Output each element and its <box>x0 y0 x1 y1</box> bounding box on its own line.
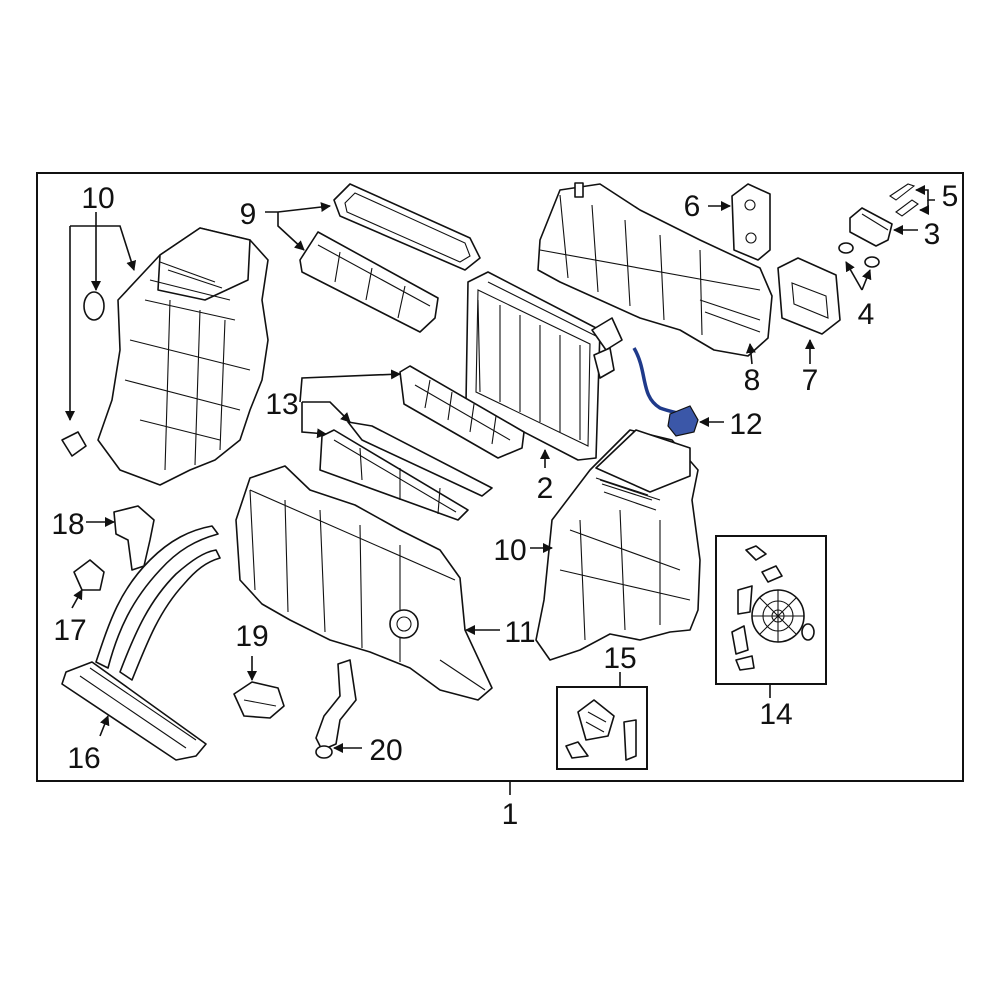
callout-8: 8 <box>744 364 761 397</box>
callout-20: 20 <box>369 734 402 767</box>
callout-3: 3 <box>924 218 941 251</box>
part-14-blower-motor[interactable] <box>731 545 815 671</box>
part-17-sensor[interactable] <box>73 559 105 591</box>
callout-18: 18 <box>51 508 84 541</box>
part-20-drain-hose[interactable] <box>315 659 357 759</box>
callout-6: 6 <box>684 190 701 223</box>
part-3-actuator[interactable] <box>849 207 893 247</box>
part-11-lower-case[interactable] <box>235 465 493 701</box>
callout-17: 17 <box>53 614 86 647</box>
callout-19: 19 <box>235 620 268 653</box>
part-9-filters[interactable] <box>299 183 481 333</box>
callout-1: 1 <box>502 798 519 831</box>
callout-10-mid: 10 <box>493 534 526 567</box>
part-10-right-housing[interactable] <box>535 429 701 661</box>
callout-4: 4 <box>858 298 875 331</box>
callout-7: 7 <box>802 364 819 397</box>
part-8-upper-case[interactable] <box>537 182 773 357</box>
part-6-door[interactable] <box>731 183 771 261</box>
part-14-kit-box <box>715 535 827 685</box>
callout-15: 15 <box>603 642 636 675</box>
leader-lines <box>65 185 935 753</box>
part-5-clips[interactable] <box>889 183 919 217</box>
part-19-cover[interactable] <box>233 681 285 719</box>
callout-9: 9 <box>240 198 257 231</box>
callout-2: 2 <box>537 472 554 505</box>
part-10-left-housing[interactable] <box>61 227 269 486</box>
callout-13: 13 <box>265 388 298 421</box>
callout-16: 16 <box>67 742 100 775</box>
part-15-kit-box <box>556 686 648 770</box>
callout-labels: 1 2 3 4 5 6 7 8 9 10 10 11 12 13 14 15 1… <box>51 180 958 831</box>
part-16-heater-core[interactable] <box>61 525 221 761</box>
callout-12: 12 <box>729 408 762 441</box>
part-18-bracket[interactable] <box>113 505 155 571</box>
part-4-grommets[interactable] <box>838 242 880 268</box>
callout-14: 14 <box>759 698 792 731</box>
callout-5: 5 <box>942 180 959 213</box>
callout-11: 11 <box>504 616 535 649</box>
part-7-seal[interactable] <box>777 257 841 335</box>
part-15-connectors[interactable] <box>565 699 637 761</box>
callout-10-top: 10 <box>81 182 114 215</box>
part-12-harness[interactable] <box>632 347 699 437</box>
part-13-doors[interactable] <box>319 365 525 521</box>
assembly-frame <box>36 172 964 782</box>
